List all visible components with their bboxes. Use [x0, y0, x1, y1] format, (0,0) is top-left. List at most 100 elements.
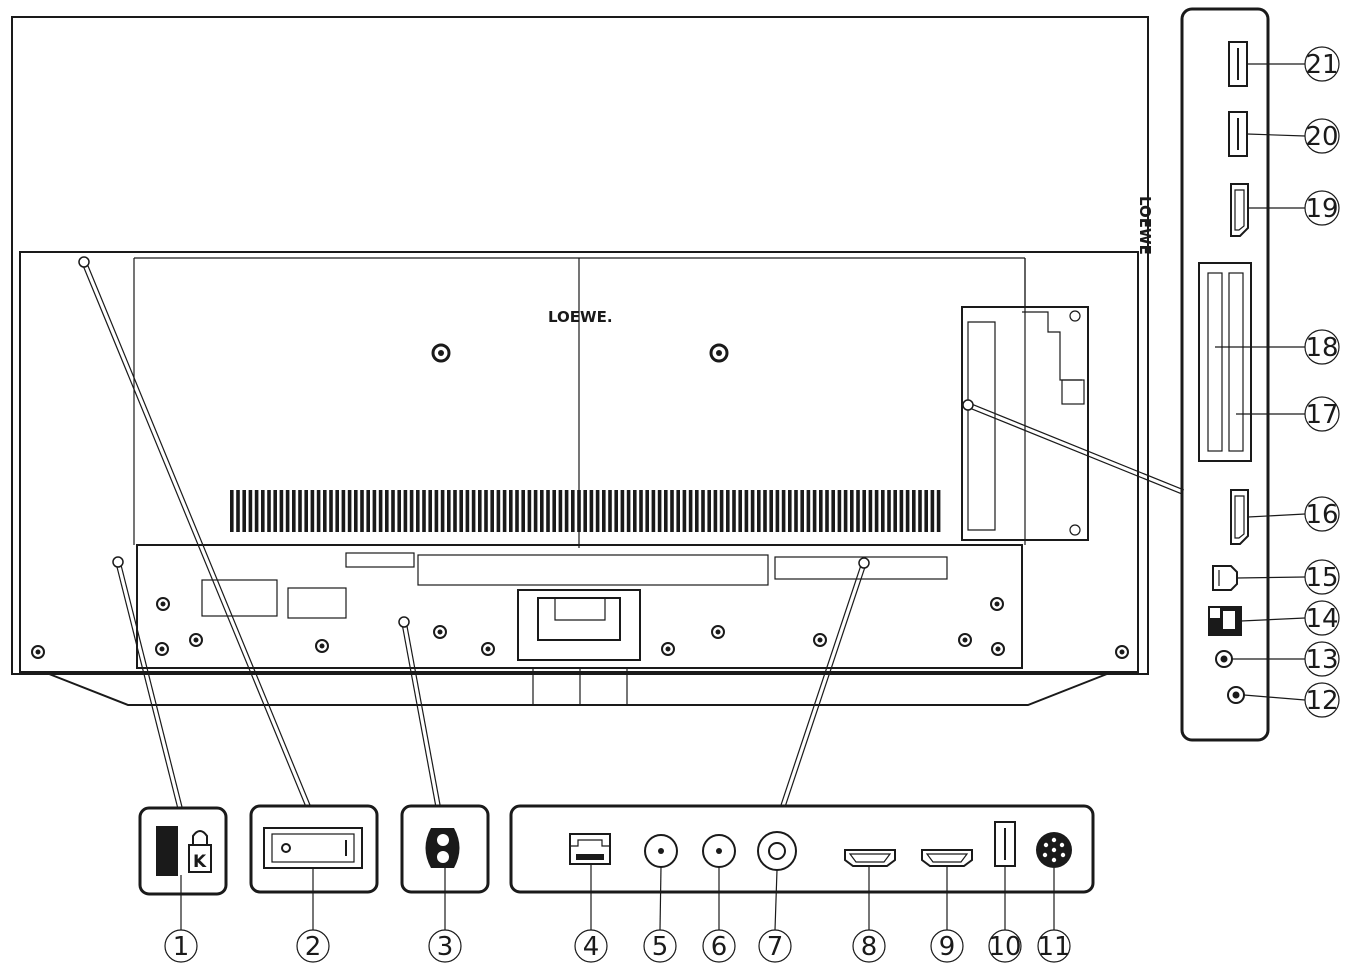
callout-20-line	[1246, 133, 1306, 137]
screw	[958, 633, 972, 647]
callout-20: 20	[1304, 118, 1340, 154]
grille-slat	[577, 490, 581, 532]
grille-slat	[440, 490, 445, 532]
grille-slat	[558, 490, 563, 532]
hdmi-port-icon	[844, 849, 896, 867]
grille-slat	[850, 490, 854, 532]
svg-text:11: 11	[1037, 932, 1070, 962]
screw	[31, 645, 45, 659]
svg-text:5: 5	[652, 932, 669, 962]
grille-slat	[527, 490, 532, 532]
grille-slat	[806, 490, 811, 532]
callout-14-line	[1240, 617, 1306, 622]
grille-slat	[459, 490, 463, 532]
grille-slat	[279, 490, 284, 532]
svg-text:9: 9	[939, 932, 956, 962]
grille-slat	[434, 490, 439, 532]
svg-text:1: 1	[173, 932, 190, 962]
audio-jack-icon	[1227, 686, 1245, 704]
side-connection-compartment	[961, 306, 1089, 541]
callout-10: 10	[988, 929, 1022, 963]
grille-slat	[757, 490, 761, 532]
grille-slat	[292, 490, 296, 532]
grille-slat	[589, 490, 594, 532]
svg-text:7: 7	[767, 932, 784, 962]
callout-21: 21	[1304, 46, 1340, 82]
grille-slat	[695, 490, 699, 532]
mini-usb-icon	[1212, 565, 1238, 591]
grille-slat	[887, 490, 891, 532]
callout-15: 15	[1304, 559, 1340, 595]
grille-slat	[893, 490, 897, 532]
grille-slat	[267, 490, 271, 532]
callout-17: 17	[1304, 396, 1340, 432]
svg-text:17: 17	[1305, 400, 1338, 430]
grille-slat	[533, 490, 538, 532]
screw	[711, 625, 725, 639]
grille-slat	[521, 490, 525, 532]
kensington-slot	[156, 826, 178, 876]
din-socket-icon	[1036, 832, 1072, 868]
screw	[990, 597, 1004, 611]
callout-3: 3	[428, 929, 462, 963]
grille-slat	[657, 490, 662, 532]
grille-slat	[862, 490, 866, 532]
callout-6: 6	[702, 929, 736, 963]
grille-slat	[769, 490, 773, 532]
grille-slat	[298, 490, 302, 532]
svg-text:K: K	[193, 852, 207, 872]
svg-text:4: 4	[583, 932, 600, 962]
mounting-hole	[709, 343, 729, 363]
svg-text:19: 19	[1305, 194, 1338, 224]
grille-slat	[719, 490, 724, 532]
grille-slat	[323, 490, 327, 532]
svg-text:15: 15	[1305, 563, 1338, 593]
screw	[433, 625, 447, 639]
grille-slat	[738, 490, 742, 532]
lan-port-icon	[569, 833, 611, 865]
callout-9: 9	[930, 929, 964, 963]
grille-slat	[378, 490, 383, 532]
callout-7-line	[774, 869, 778, 931]
callout-1: 1	[164, 929, 198, 963]
grille-slat	[732, 490, 736, 532]
callout-14: 14	[1304, 600, 1340, 636]
svg-text:2: 2	[305, 932, 322, 962]
screw	[315, 639, 329, 653]
screw	[189, 633, 203, 647]
screw	[661, 642, 675, 656]
grille-slat	[304, 490, 308, 532]
callout-2: 2	[296, 929, 330, 963]
grille-slat	[744, 490, 749, 532]
side-brand-logo: LOEWE	[1136, 196, 1154, 255]
grille-slat	[341, 490, 346, 532]
grille-slat	[726, 490, 730, 532]
mains-socket-icon	[425, 828, 460, 868]
connector-well	[136, 544, 1023, 669]
grille-slat	[936, 490, 941, 532]
svg-text:8: 8	[861, 932, 878, 962]
power-switch-box	[249, 804, 379, 894]
grille-slat	[571, 490, 575, 532]
screw	[155, 642, 169, 656]
grille-slat	[273, 490, 277, 532]
grille-slat	[285, 490, 290, 532]
svg-text:21: 21	[1305, 50, 1338, 80]
svg-text:16: 16	[1305, 500, 1338, 530]
screw	[156, 597, 170, 611]
tv-back-panel: LOEWE. LOEWE	[11, 16, 1154, 706]
screw	[991, 642, 1005, 656]
grille-slat	[781, 490, 786, 532]
grille-slat	[614, 490, 618, 532]
grille-slat	[428, 490, 432, 532]
grille-slat	[918, 490, 922, 532]
mains-socket-box	[400, 804, 490, 894]
leader-lines	[78, 63, 1306, 931]
grille-slat	[515, 490, 519, 532]
main-connector-box	[509, 804, 1095, 894]
grille-slat	[794, 490, 798, 532]
stand-base	[43, 671, 1113, 706]
grille-slat	[397, 490, 401, 532]
grille-slat	[416, 490, 420, 532]
grille-slat	[651, 490, 656, 532]
